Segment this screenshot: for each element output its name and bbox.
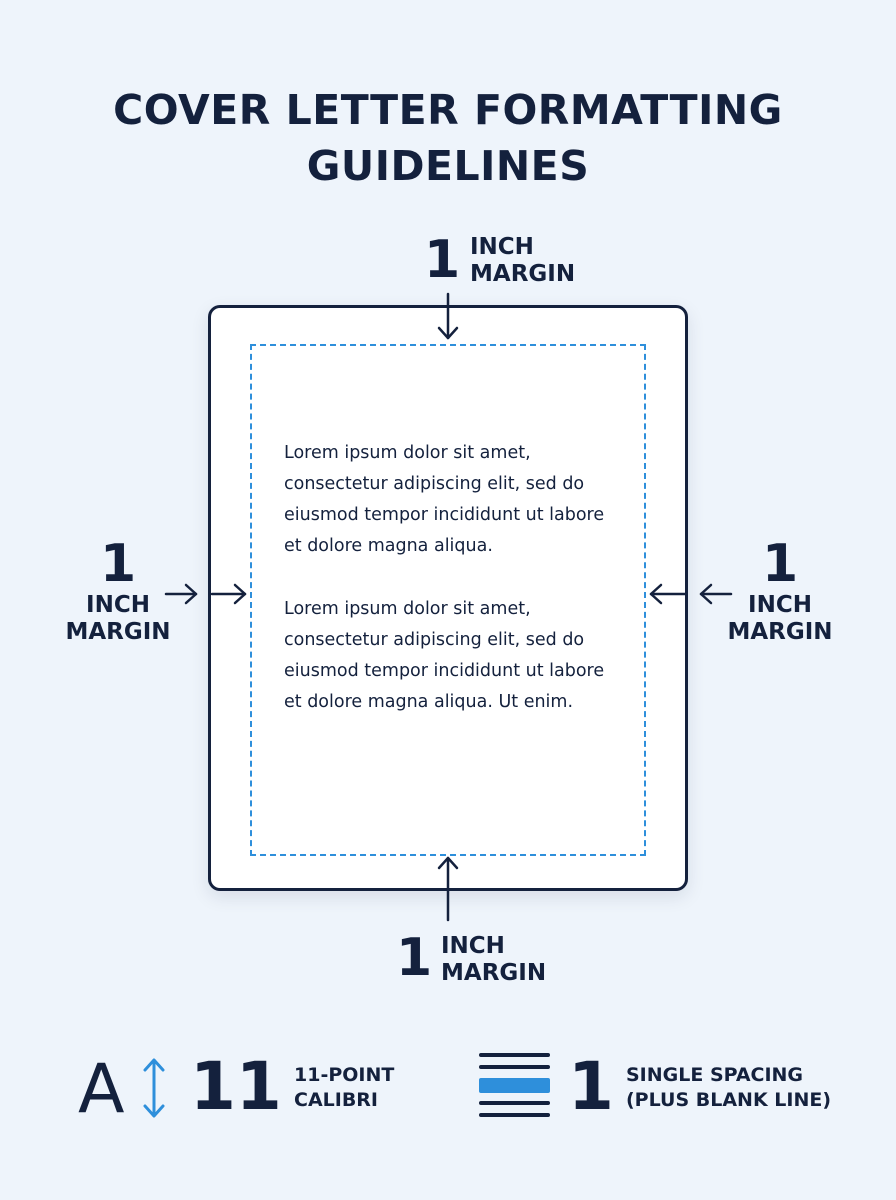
left-margin-number: 1 xyxy=(100,534,137,594)
arrow-left-icon xyxy=(649,583,733,605)
spacing-spec-label: SINGLE SPACING (PLUS BLANK LINE) xyxy=(626,1063,831,1113)
spacing-number: 1 xyxy=(568,1048,614,1125)
bottom-margin-word: MARGIN xyxy=(441,960,547,986)
bottom-margin-unit: INCH xyxy=(441,933,505,959)
font-spec-line-1: 11-POINT xyxy=(294,1064,395,1086)
font-glyph: A xyxy=(78,1050,125,1129)
margin-boundary xyxy=(250,344,646,856)
right-margin-number: 1 xyxy=(762,534,799,594)
letter-page xyxy=(208,305,688,891)
top-margin-unit: INCH xyxy=(470,234,534,260)
right-margin-unit: INCH xyxy=(748,592,812,618)
page-title: COVER LETTER FORMATTING GUIDELINES xyxy=(0,82,896,194)
arrow-right-icon xyxy=(164,583,247,605)
font-spec-label: 11-POINT CALIBRI xyxy=(294,1063,394,1113)
title-line-2: GUIDELINES xyxy=(306,142,590,190)
spacing-spec-line-2: (PLUS BLANK LINE) xyxy=(626,1089,832,1111)
letter-paragraph-1: Lorem ipsum dolor sit amet, consectetur … xyxy=(284,443,605,556)
spacing-spec-line-1: SINGLE SPACING xyxy=(626,1064,804,1086)
right-margin-word: MARGIN xyxy=(727,619,833,645)
font-size-icon xyxy=(143,1058,165,1118)
line-spacing-icon xyxy=(479,1053,550,1117)
top-margin-label: INCH MARGIN xyxy=(470,234,575,288)
left-margin-label: INCH MARGIN xyxy=(58,592,178,646)
arrow-down-icon xyxy=(437,292,459,340)
right-margin-label: INCH MARGIN xyxy=(720,592,840,646)
bottom-margin-number: 1 xyxy=(396,928,433,988)
top-margin-word: MARGIN xyxy=(470,261,576,287)
title-line-1: COVER LETTER FORMATTING xyxy=(113,86,783,134)
top-margin-number: 1 xyxy=(424,230,461,290)
left-margin-unit: INCH xyxy=(86,592,150,618)
bottom-margin-label: INCH MARGIN xyxy=(441,933,546,987)
left-margin-word: MARGIN xyxy=(65,619,171,645)
letter-paragraph-2: Lorem ipsum dolor sit amet, consectetur … xyxy=(284,599,605,712)
font-size-number: 11 xyxy=(190,1048,282,1125)
font-spec-line-2: CALIBRI xyxy=(294,1089,379,1111)
arrow-up-icon xyxy=(437,856,459,922)
